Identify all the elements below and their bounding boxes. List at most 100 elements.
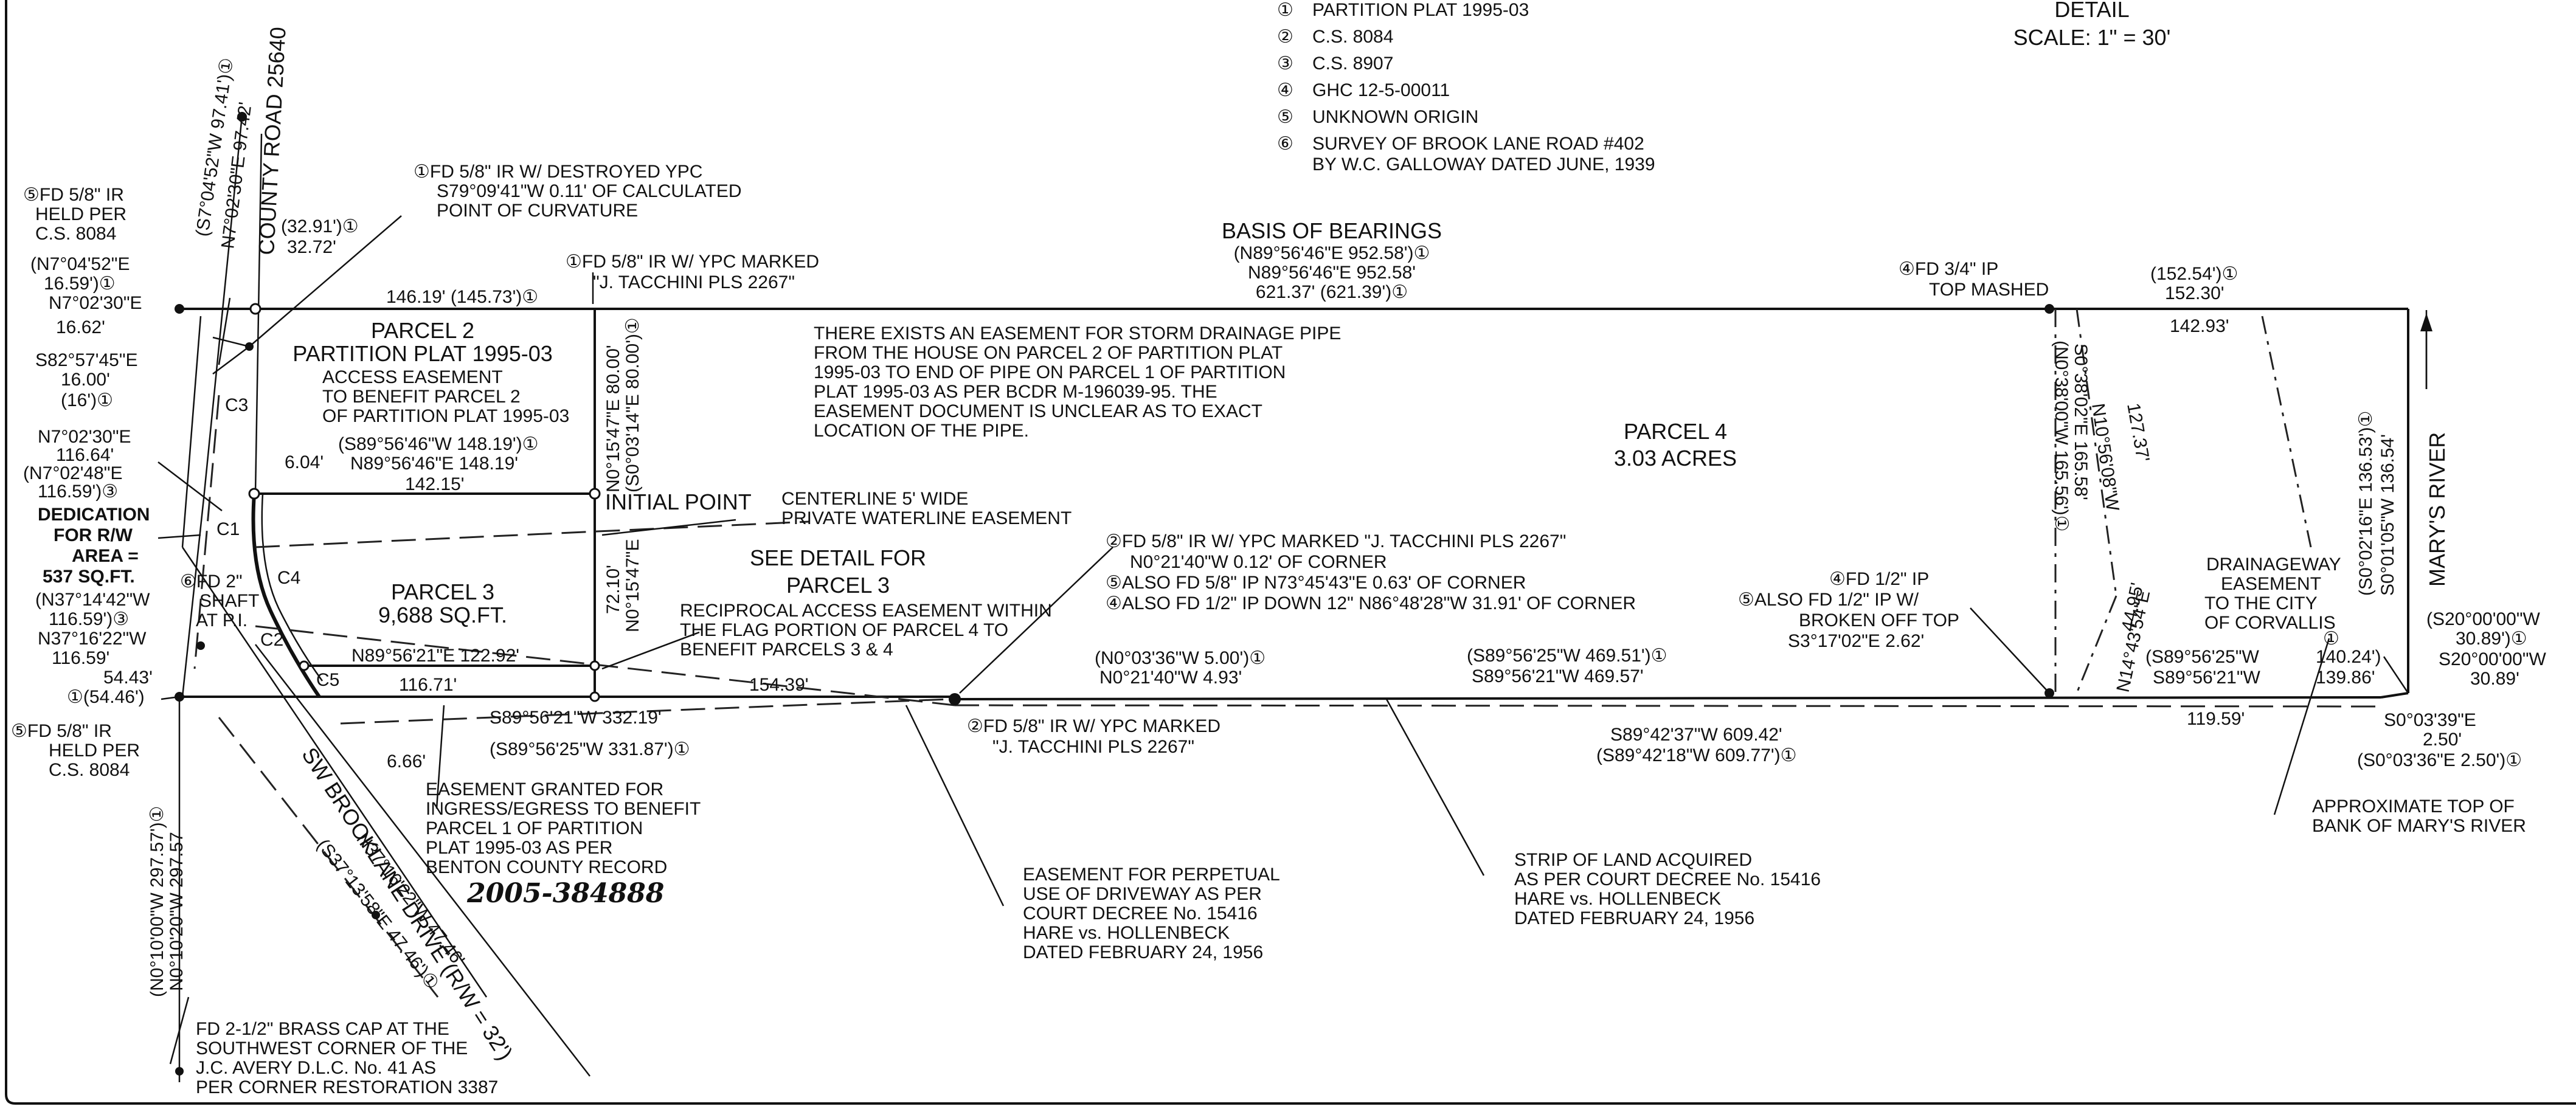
curve-c1: C1	[216, 519, 240, 539]
perpetual-note-5: DATED FEBRUARY 24, 1956	[1023, 942, 1263, 962]
storm-drain-note-5: EASEMENT DOCUMENT IS UNCLEAR AS TO EXACT	[814, 401, 1262, 421]
south-bearing-record: (N0°10'00"W 297.57')①	[147, 806, 167, 997]
source-2-num: ②	[1277, 27, 1293, 47]
drainageway-4: OF CORVALLIS	[2204, 613, 2336, 633]
detail-scale: SCALE: 1" = 30'	[2013, 25, 2171, 50]
curve-c4: C4	[277, 568, 300, 588]
n37-record-1: (N37°14'42"W	[35, 590, 150, 610]
marys-river-label: MARY'S RIVER	[2425, 432, 2450, 587]
dedication-1: DEDICATION	[38, 505, 150, 525]
fd-ir-bottom-3: C.S. 8084	[49, 760, 130, 780]
s469-measured: S89°56'21"W 469.57'	[1472, 666, 1644, 686]
n7-measured-2: 16.62'	[56, 317, 105, 337]
centerline-note-2: PRIVATE WATERLINE EASEMENT	[781, 508, 1072, 528]
access-easement-3: OF PARTITION PLAT 1995-03	[322, 406, 569, 426]
n7b-bearing: N7°02'30"E	[38, 427, 131, 447]
dist-6-66: 6.66'	[387, 751, 426, 772]
source-6-num: ⑥	[1277, 134, 1293, 154]
fd-34-2: TOP MASHED	[1929, 280, 2049, 300]
fd-34-1: ④FD 3/4" IP	[1899, 259, 1998, 279]
s89-record: (S89°56'46"W 148.19')①	[338, 434, 539, 454]
brass-cap-2: SOUTHWEST CORNER OF THE	[196, 1038, 468, 1058]
s82-record: (16')①	[61, 390, 113, 410]
corner-note-3: ⑤ALSO FD 5/8" IP N73°45'43"E 0.63' OF CO…	[1106, 573, 1526, 593]
perpetual-note-1: EASEMENT FOR PERPETUAL	[1023, 865, 1280, 885]
ypc-note-1: ①FD 5/8" IR W/ DESTROYED YPC	[414, 162, 702, 182]
corner-note-2: N0°21'40"W 0.12' OF CORNER	[1130, 552, 1387, 572]
n37-measured-2: 116.59'	[52, 648, 109, 668]
dist-116-71: 116.71'	[399, 675, 457, 695]
n37-measured-1: N37°16'22"W	[38, 629, 147, 649]
s140-record-dist: 140.24')	[2316, 647, 2381, 667]
drainageway-1: DRAINAGEWAY	[2206, 554, 2341, 575]
perpetual-note-2: USE OF DRIVEWAY AS PER	[1023, 884, 1262, 904]
storm-drain-note-4: PLAT 1995-03 AS PER BCDR M-196039-95. TH…	[814, 382, 1217, 402]
parcel-4-label: PARCEL 4	[1624, 419, 1727, 444]
source-5-text: UNKNOWN ORIGIN	[1312, 107, 1478, 127]
tacchini-south-1: ②FD 5/8" IR W/ YPC MARKED	[967, 716, 1220, 736]
vertical-72-bearing: N0°15'47"E	[623, 539, 643, 632]
see-detail-line1: SEE DETAIL FOR	[750, 545, 926, 570]
perpetual-note-4: HARE vs. HOLLENBECK	[1023, 923, 1230, 943]
dist-152-30: 152.30'	[2165, 283, 2225, 303]
s609-record: (S89°42'18"W 609.77')①	[1596, 745, 1797, 765]
basis-title: BASIS OF BEARINGS	[1222, 218, 1442, 243]
strip-note-4: DATED FEBRUARY 24, 1956	[1514, 908, 1754, 928]
access-easement-1: ACCESS EASEMENT	[322, 367, 503, 387]
fd-ir-top-3: C.S. 8084	[35, 224, 116, 244]
vertical-165-record: (N0°38'00"W 165.56')①	[2051, 340, 2071, 531]
s82-bearing: S82°57'45"E	[35, 350, 138, 370]
drainageway-3: TO THE CITY	[2204, 593, 2318, 613]
bank-note-1: APPROXIMATE TOP OF	[2312, 796, 2515, 817]
ingress-note-3: PARCEL 1 OF PARTITION	[426, 818, 643, 838]
brass-cap-4: PER CORNER RESTORATION 3387	[196, 1077, 498, 1097]
n0-measured: N0°21'40"W 4.93'	[1099, 668, 1242, 688]
parcel-2-label: PARCEL 2	[371, 318, 474, 343]
source-3-text: C.S. 8907	[1312, 54, 1393, 74]
record-number-handwritten: 2005-384888	[466, 878, 664, 909]
dist-142-15: 142.15'	[405, 474, 465, 494]
source-5-num: ⑤	[1277, 107, 1293, 127]
n7b-record-bearing: (N7°02'48"E	[23, 463, 122, 483]
fd-12-2: ⑤ALSO FD 1/2" IP W/	[1738, 590, 1919, 610]
parcel-3-south-bearing: N89°56'21"E 122.92'	[351, 646, 519, 666]
centerline-note-1: CENTERLINE 5' WIDE	[781, 489, 968, 509]
bearing-n10: N10°56'08"W	[2088, 402, 2123, 513]
perpetual-note-3: COURT DECREE No. 15416	[1023, 903, 1258, 924]
tacchini-south-2: "J. TACCHINI PLS 2267"	[992, 737, 1194, 757]
n37-record-2: 116.59')③	[49, 609, 129, 629]
dist-32-91: (32.91')①	[281, 216, 359, 237]
s0-bearing: S0°03'39"E	[2384, 710, 2476, 730]
drainageway-2: EASEMENT	[2221, 574, 2321, 594]
ingress-note-1: EASEMENT GRANTED FOR	[426, 779, 663, 799]
shaft-3: AT P.I.	[196, 610, 248, 630]
curve-c2: C2	[260, 630, 283, 650]
n7-measured-1: N7°02'30"E	[49, 293, 142, 313]
n7b-distance: 116.64'	[56, 445, 114, 465]
source-2-text: C.S. 8084	[1312, 27, 1393, 47]
ypc-note-2: S79°09'41"W 0.11' OF CALCULATED	[437, 181, 742, 201]
vertical-80-record: (S0°03'14"E 80.00')①	[623, 317, 643, 492]
dist-146-19: 146.19' (145.73')①	[386, 287, 538, 307]
source-1-num: ①	[1277, 0, 1293, 20]
tacchini-note-2: "J. TACCHINI PLS 2267"	[593, 272, 795, 292]
vertical-165-measured: S0°38'02"E 165.58'	[2071, 344, 2091, 500]
dist-154-39: 154.39'	[749, 675, 809, 695]
s89-measured: N89°56'46"E 148.19'	[350, 454, 518, 474]
survey-points	[175, 112, 2054, 1076]
shaft-2: SHAFT	[199, 591, 259, 611]
storm-drain-note-1: THERE EXISTS AN EASEMENT FOR STORM DRAIN…	[814, 323, 1341, 344]
sources-legend: ① PARTITION PLAT 1995-03 ② C.S. 8084 ③ C…	[1277, 0, 1655, 174]
fd-12-1: ④FD 1/2" IP	[1829, 569, 1929, 589]
s0-distance: 2.50'	[2423, 730, 2462, 750]
bank-note-2: BANK OF MARY'S RIVER	[2312, 816, 2526, 836]
fd-ir-bottom-2: HELD PER	[49, 741, 140, 761]
tacchini-note-1: ①FD 5/8" IR W/ YPC MARKED	[566, 252, 819, 272]
source-4-text: GHC 12-5-00011	[1312, 80, 1450, 100]
s469-record: (S89°56'25"W 469.51')①	[1467, 646, 1667, 666]
parcel-4-area: 3.03 ACRES	[1614, 446, 1737, 471]
fd-ir-top-2: HELD PER	[35, 204, 126, 224]
strip-note-1: STRIP OF LAND ACQUIRED	[1514, 850, 1752, 870]
corner-note-4: ④ALSO FD 1/2" IP DOWN 12" N86°48'28"W 31…	[1106, 593, 1636, 613]
